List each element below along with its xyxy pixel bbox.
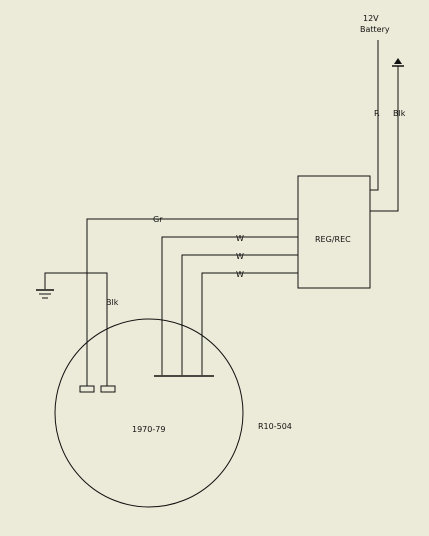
black-wire-top-label: Blk xyxy=(393,109,406,118)
black-wire-top xyxy=(370,66,399,212)
battery-voltage-label: 12V xyxy=(363,14,379,23)
white-wire-1-label: W xyxy=(236,234,244,243)
regulator-label: REG/REC xyxy=(315,235,351,244)
stator-circle xyxy=(54,318,244,508)
battery-label: Battery xyxy=(360,25,390,34)
white-wire-3 xyxy=(201,272,298,375)
white-wire-3-label: W xyxy=(236,270,244,279)
red-wire xyxy=(370,40,379,191)
connector-right xyxy=(100,385,116,393)
ground-icon xyxy=(36,289,54,299)
green-wire xyxy=(86,218,298,386)
white-wire-2-label: W xyxy=(236,252,244,261)
top-ground-icon xyxy=(392,58,404,67)
stator-years-label: 1970-79 xyxy=(132,425,165,434)
black-wire-stator-label: Blk xyxy=(106,298,119,307)
black-wire-stator xyxy=(44,272,108,386)
white-wire-1 xyxy=(161,236,298,375)
red-wire-label: R xyxy=(374,109,380,118)
part-number-label: R10-504 xyxy=(258,422,292,431)
white-wire-2 xyxy=(181,254,298,375)
connector-left xyxy=(79,385,95,393)
regulator-box xyxy=(297,175,371,289)
green-wire-label: Gr xyxy=(153,215,163,224)
